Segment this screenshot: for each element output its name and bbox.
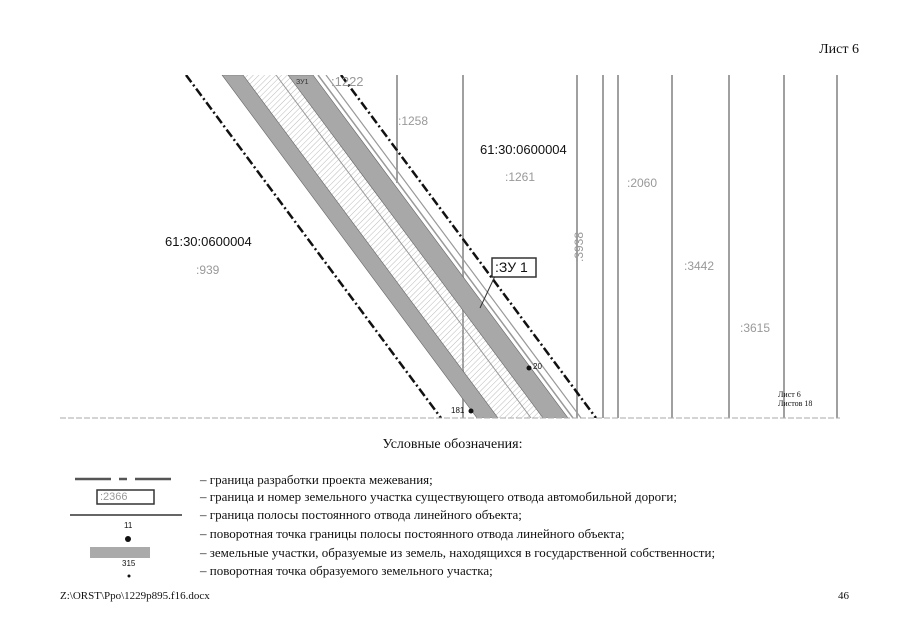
legend-symbols — [70, 477, 182, 578]
file-path: Z:\ORST\Ppo\1229p895.f16.docx — [60, 590, 210, 602]
gray-fill-icon — [90, 547, 150, 558]
turn-point — [526, 365, 532, 371]
zu-label: :ЗУ 1 — [495, 259, 528, 275]
parcel-label: :2060 — [627, 176, 658, 190]
legend-item: – поворотная точка образуемого земельног… — [200, 563, 493, 578]
point-icon — [125, 536, 131, 542]
small-point-icon — [127, 574, 131, 578]
parcel-label: :1222 — [331, 74, 364, 89]
stamp-sheet: Лист 6 — [778, 390, 801, 399]
legend-point-label: 11 — [124, 521, 133, 530]
legend-point-label: 315 — [122, 559, 136, 568]
point-label: 20 — [533, 362, 542, 371]
map-stamp: Лист 6 Листов 18 — [778, 390, 812, 408]
turn-point — [468, 408, 474, 414]
road-band-left — [221, 75, 499, 418]
hatched-area — [243, 75, 543, 418]
quarter-label: 61:30:0600004 — [165, 234, 252, 249]
parcel-label: :3442 — [684, 259, 715, 273]
parcel-label: :1261 — [505, 170, 536, 184]
parcel-label: :939 — [196, 263, 220, 277]
project-boundary-right — [339, 75, 598, 418]
road-band-right — [287, 75, 569, 418]
legend-item: – граница и номер земельного участка сущ… — [200, 489, 677, 504]
parcel-label-sample — [96, 489, 155, 505]
zu-label-box — [491, 257, 537, 278]
legend-item: – граница полосы постоянного отвода лине… — [200, 507, 522, 522]
zu-small-label: ЗУ1 — [296, 79, 309, 86]
point-label: 181 — [451, 406, 465, 415]
map-lines — [184, 75, 838, 418]
project-boundary-left — [184, 75, 443, 418]
cadastral-map — [60, 75, 840, 419]
legend-sample-label: :2366 — [100, 491, 128, 503]
legend-title: Условные обозначения: — [382, 437, 523, 452]
stamp-sheets: Листов 18 — [778, 399, 813, 408]
legend-item: – граница разработки проекта межевания; — [200, 472, 433, 487]
quarter-label: 61:30:0600004 — [480, 142, 567, 157]
page-number: 46 — [838, 590, 849, 602]
legend-item: – поворотная точка границы полосы постоя… — [200, 526, 625, 541]
parcel-boundaries — [396, 75, 838, 418]
parcel-label: :3615 — [740, 321, 771, 335]
parcel-label: :1258 — [398, 114, 429, 128]
legend-item: – земельные участки, образуемые из земел… — [200, 545, 716, 560]
sheet-number: Лист 6 — [819, 42, 859, 57]
parcel-label: :3938 — [572, 231, 586, 262]
